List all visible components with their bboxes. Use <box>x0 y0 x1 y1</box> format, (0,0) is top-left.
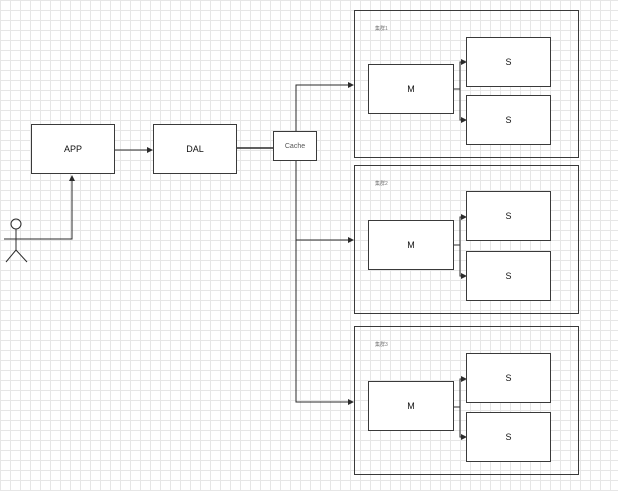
cluster-3-label: 集群3 <box>375 342 388 348</box>
cluster-1-slave-2[interactable]: S <box>466 95 551 145</box>
cluster-1-label: 集群1 <box>375 26 388 32</box>
cluster-1-master[interactable]: M <box>368 64 454 114</box>
cluster3-master-to-slave2-connector <box>454 406 467 440</box>
cluster-3-slave-2[interactable]: S <box>466 412 551 462</box>
app-node[interactable]: APP <box>31 124 115 174</box>
cluster2-master-to-slave2-connector <box>454 244 467 279</box>
user-to-app-connector <box>29 175 75 240</box>
cluster-3-slave-1[interactable]: S <box>466 353 551 403</box>
user-actor-icon <box>4 218 29 263</box>
cluster-2-slave-1[interactable]: S <box>466 191 551 241</box>
cluster-2-label: 集群2 <box>375 181 388 187</box>
cluster-2-slave-2[interactable]: S <box>466 251 551 301</box>
cluster-2[interactable] <box>354 165 579 314</box>
cache-to-cluster2-connector <box>295 160 354 243</box>
dal-node[interactable]: DAL <box>153 124 237 174</box>
cluster-1-slave-1[interactable]: S <box>466 37 551 87</box>
cluster-3-master[interactable]: M <box>368 381 454 431</box>
cluster1-master-to-slave2-connector <box>454 88 467 123</box>
cluster-1[interactable] <box>354 10 579 158</box>
cache-to-cluster3-connector <box>295 160 354 405</box>
cluster-3[interactable] <box>354 326 579 475</box>
cache-node[interactable]: Cache <box>273 131 317 161</box>
cluster-2-master[interactable]: M <box>368 220 454 270</box>
